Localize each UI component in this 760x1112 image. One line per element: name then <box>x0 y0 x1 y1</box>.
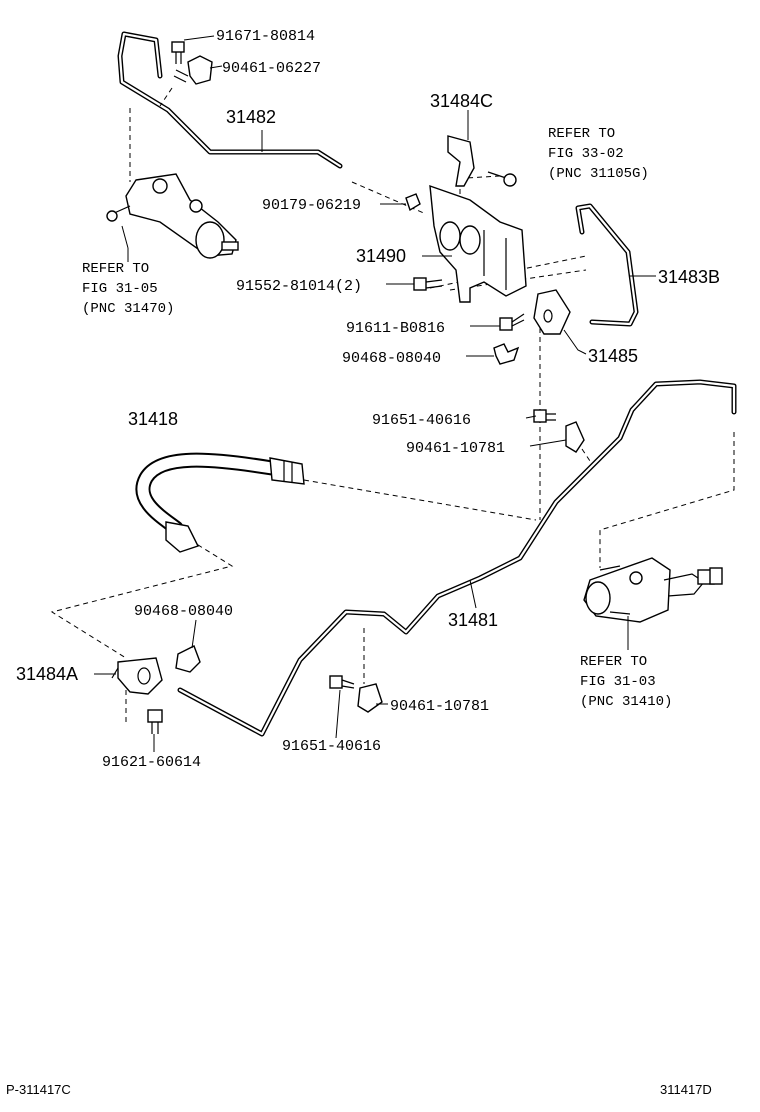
label-91552-81014: 91552-81014(2) <box>236 278 362 295</box>
label-90468-08040-bottom: 90468-08040 <box>134 603 233 620</box>
label-31485: 31485 <box>588 346 638 366</box>
bolt-31105G-icon <box>487 171 517 187</box>
refer-33-02-line1: REFER TO <box>548 126 615 142</box>
pipe-31483B <box>575 203 639 327</box>
refer-33-02-line3: (PNC 31105G) <box>548 166 649 182</box>
label-91621-60614: 91621-60614 <box>102 754 201 771</box>
clip-90468-08040-bottom-icon <box>175 645 201 673</box>
footer-illustration-code-right: 311417D <box>660 1082 712 1097</box>
clip-90468-08040-top-icon <box>493 343 520 365</box>
refer-31-05-line3: (PNC 31470) <box>82 301 174 317</box>
bolt-91651-40616-bottom-icon <box>329 675 355 689</box>
refer-31-05-line2: FIG 31-05 <box>82 281 158 297</box>
label-91611-B0816: 91611-B0816 <box>346 320 445 337</box>
bracket-31484C <box>447 135 475 187</box>
bolt-91621-60614-icon <box>147 709 163 734</box>
union-31490-assembly <box>405 184 527 303</box>
label-31483B: 31483B <box>658 267 720 287</box>
label-31418: 31418 <box>128 409 178 429</box>
pipe-31482 <box>117 31 343 169</box>
hose-fittings <box>165 457 305 553</box>
bolt-91671-80814-icon <box>171 41 185 64</box>
bolt-91651-40616-top-icon <box>533 409 556 423</box>
bracket-31485 <box>533 289 571 335</box>
master-cylinder <box>583 557 723 623</box>
clip-90461-06227-icon <box>173 55 213 85</box>
label-90461-10781-bottom: 90461-10781 <box>390 698 489 715</box>
label-31490: 31490 <box>356 246 406 266</box>
leader-lines <box>94 35 656 752</box>
pipe-31481 <box>177 379 737 737</box>
refer-31-03-line1: REFER TO <box>580 654 647 670</box>
part-labels: 91671-80814 90461-06227 31482 31484C REF… <box>16 28 720 771</box>
bracket-31484A <box>111 657 163 695</box>
label-31484C: 31484C <box>430 91 493 111</box>
refer-31-03-line2: FIG 31-03 <box>580 674 656 690</box>
label-90179-06219: 90179-06219 <box>262 197 361 214</box>
refer-33-02-line2: FIG 33-02 <box>548 146 624 162</box>
label-31481: 31481 <box>448 610 498 630</box>
label-91651-40616-bottom: 91651-40616 <box>282 738 381 755</box>
clip-90461-10781-top-icon <box>565 421 585 453</box>
footer-illustration-code-left: P-311417C <box>6 1082 71 1097</box>
label-91651-40616-top: 91651-40616 <box>372 412 471 429</box>
bolt-91552-81014-icon <box>413 277 443 291</box>
hose-31418 <box>135 452 280 536</box>
bolt-91611-B0816-icon <box>499 313 525 331</box>
clip-90461-10781-bottom-icon <box>357 683 383 713</box>
refer-31-03-line3: (PNC 31410) <box>580 694 672 710</box>
label-91671-80814: 91671-80814 <box>216 28 315 45</box>
label-31482: 31482 <box>226 107 276 127</box>
label-90461-06227: 90461-06227 <box>222 60 321 77</box>
release-cylinder <box>106 173 239 259</box>
label-90461-10781-top: 90461-10781 <box>406 440 505 457</box>
refer-31-05-line1: REFER TO <box>82 261 149 277</box>
label-90468-08040-top: 90468-08040 <box>342 350 441 367</box>
label-31484A: 31484A <box>16 664 78 684</box>
